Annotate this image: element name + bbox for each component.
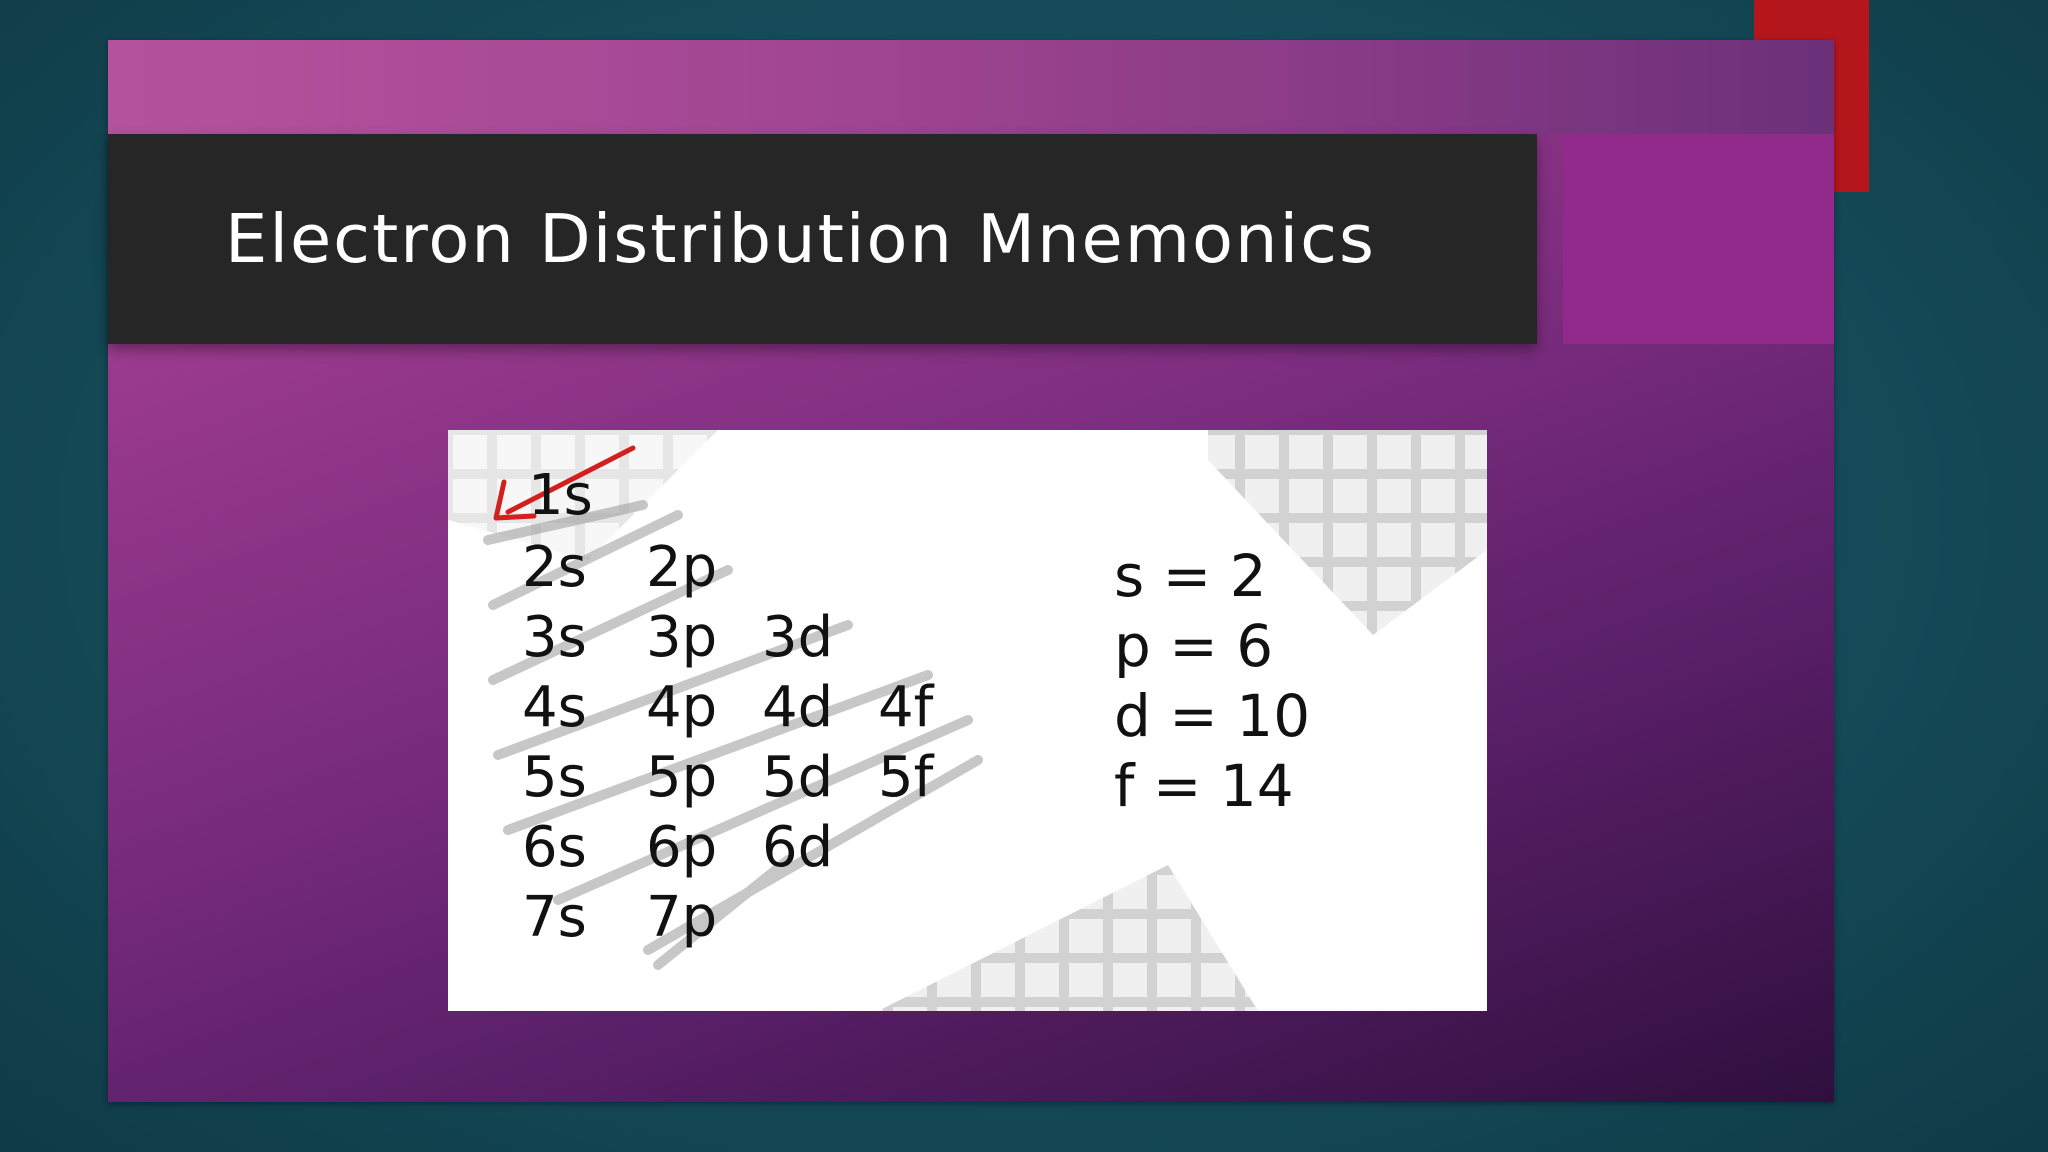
- orbital-label: 3d: [762, 605, 834, 670]
- orbital-label: 3p: [646, 605, 718, 670]
- capacity-d: d = 10: [1114, 682, 1311, 750]
- orbital-label: 2s: [522, 535, 587, 600]
- orbital-label: 7s: [522, 885, 587, 950]
- orbital-label: 6p: [646, 815, 718, 880]
- orbital-label: 1s: [528, 463, 593, 528]
- orbital-label: 5s: [522, 745, 587, 810]
- orbital-label: 4s: [522, 675, 587, 740]
- orbital-label: 5f: [878, 745, 934, 810]
- orbital-label: 3s: [522, 605, 587, 670]
- orbital-label: 6d: [762, 815, 834, 880]
- diagonal-guide-lines: [483, 500, 983, 970]
- orbital-label: 5p: [646, 745, 718, 810]
- orbital-label: 7p: [646, 885, 718, 950]
- tile-decoration-bottom: [878, 865, 1258, 1011]
- orbital-label: 4f: [878, 675, 934, 740]
- capacity-f: f = 14: [1114, 752, 1294, 820]
- title-accent-block: [1563, 134, 1834, 344]
- title-bar: Electron Distribution Mnemonics: [108, 134, 1537, 344]
- tile-decoration-top-right: [1208, 430, 1487, 635]
- mnemonic-diagram-image: 1s 2s 2p 3s 3p 3d 4s 4p 4d 4f 5s 5p 5d 5…: [448, 430, 1487, 1011]
- tile-decoration-top-left: [448, 430, 718, 560]
- orbital-label: 4d: [762, 675, 834, 740]
- orbital-label: 5d: [762, 745, 834, 810]
- capacity-p: p = 6: [1114, 612, 1274, 680]
- orbital-label: 2p: [646, 535, 718, 600]
- slide-title: Electron Distribution Mnemonics: [225, 200, 1376, 278]
- slide: Electron Distribution Mnemonics: [108, 40, 1834, 1102]
- diagram-graphics: [448, 430, 1487, 1011]
- red-diagonal-arrow-icon: [493, 445, 636, 521]
- capacity-s: s = 2: [1114, 542, 1267, 610]
- slide-top-band: [108, 40, 1834, 134]
- orbital-label: 4p: [646, 675, 718, 740]
- orbital-label: 6s: [522, 815, 587, 880]
